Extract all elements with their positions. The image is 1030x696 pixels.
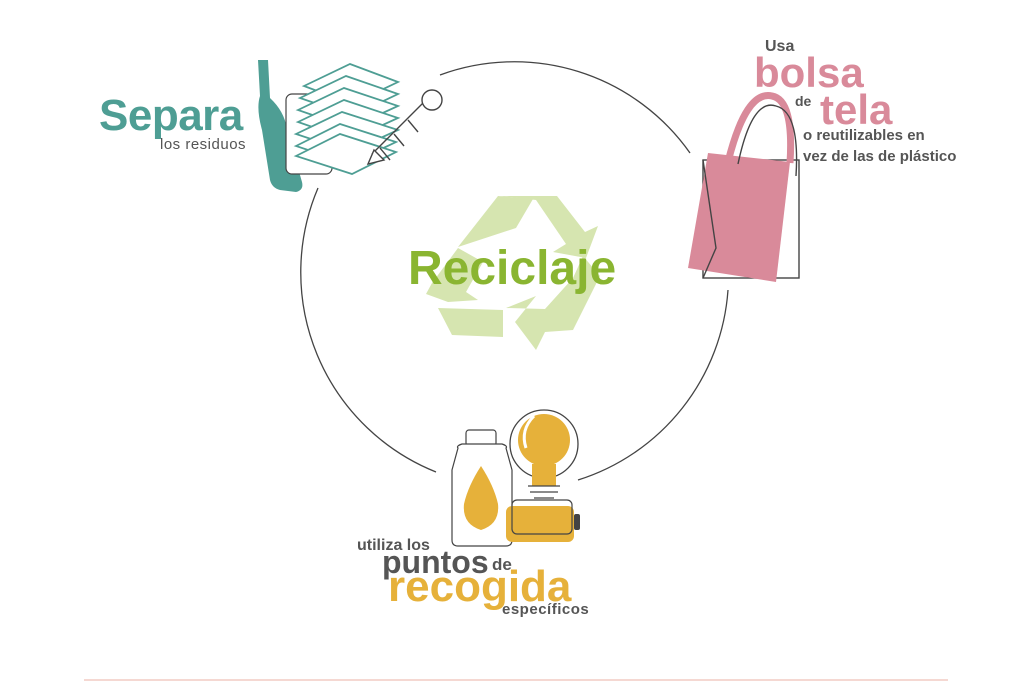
bolsa-line2: vez de las de plástico: [803, 148, 957, 165]
bolsa-word2: tela: [820, 86, 893, 133]
puntos-word2: recogida: [388, 562, 572, 611]
cycle-ring: [300, 61, 729, 481]
separa-subtitle: los residuos: [160, 136, 247, 153]
separa-illustration: [258, 60, 443, 192]
puntos-suffix: específicos: [502, 601, 590, 618]
bolsa-line1: o reutilizables en: [803, 127, 925, 144]
oil-bottle-icon: [451, 429, 513, 547]
puntos-intro: utiliza los: [357, 537, 430, 554]
puntos-connector: de: [492, 555, 512, 574]
battery-icon: [506, 499, 580, 542]
bolsa-intro: Usa: [765, 38, 795, 55]
puntos-illustration: [451, 409, 580, 547]
bolsa-connector: de: [795, 93, 812, 109]
separa-title: Separa: [99, 91, 243, 140]
lightbulb-icon: [509, 409, 579, 499]
recycle-icon: [426, 196, 600, 350]
tote-bag-icon: [688, 92, 800, 282]
paper-stack-icon: [293, 63, 401, 175]
fish-bone-icon: [366, 89, 443, 166]
puntos-word1: puntos: [382, 544, 489, 580]
bolsa-word1: bolsa: [754, 49, 864, 96]
center-title: Reciclaje: [408, 242, 617, 295]
